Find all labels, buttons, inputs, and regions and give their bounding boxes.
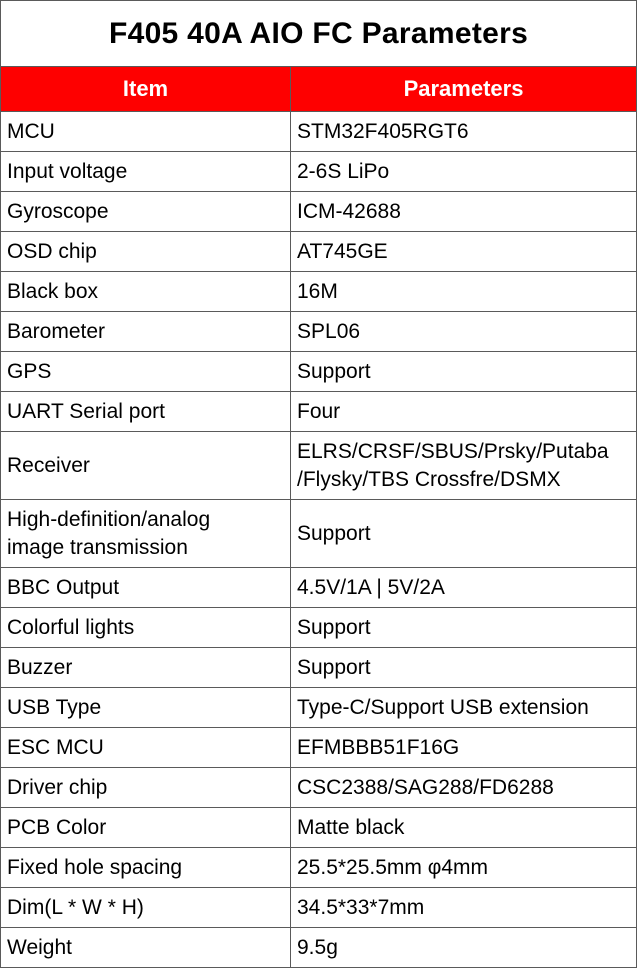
header-parameters: Parameters [289, 66, 637, 112]
row-value: CSC2388/SAG288/FD6288 [289, 767, 637, 808]
row-item: UART Serial port [0, 391, 291, 432]
table-row: Fixed hole spacing 25.5*25.5mm φ4mm [0, 847, 637, 888]
row-value: 25.5*25.5mm φ4mm [289, 847, 637, 888]
row-value: ELRS/CRSF/SBUS/Prsky/Putaba/Flysky/TBS C… [289, 431, 637, 500]
header-row: Item Parameters [0, 66, 637, 112]
row-item: Black box [0, 271, 291, 312]
row-item: Input voltage [0, 151, 291, 192]
table-row: ESC MCU EFMBBB51F16G [0, 727, 637, 768]
table-title: F405 40A AIO FC Parameters [0, 0, 637, 67]
row-value: 16M [289, 271, 637, 312]
row-value-line: ELRS/CRSF/SBUS/Prsky/Putaba [297, 439, 609, 463]
row-item: Receiver [0, 431, 291, 500]
row-value: 34.5*33*7mm [289, 887, 637, 928]
row-value: Support [289, 607, 637, 648]
row-item: Weight [0, 927, 291, 968]
row-value: Type-C/Support USB extension [289, 687, 637, 728]
table-row: Dim(L * W * H) 34.5*33*7mm [0, 887, 637, 928]
table-row: Colorful lights Support [0, 607, 637, 648]
table-row: Driver chip CSC2388/SAG288/FD6288 [0, 767, 637, 808]
row-value: Support [289, 351, 637, 392]
row-item: USB Type [0, 687, 291, 728]
table-row: MCU STM32F405RGT6 [0, 111, 637, 152]
row-item: Fixed hole spacing [0, 847, 291, 888]
row-value: Support [289, 499, 637, 568]
table-row: Barometer SPL06 [0, 311, 637, 352]
table-row: USB Type Type-C/Support USB extension [0, 687, 637, 728]
table-row: UART Serial port Four [0, 391, 637, 432]
table-row: Receiver ELRS/CRSF/SBUS/Prsky/Putaba/Fly… [0, 431, 637, 500]
table-row: Buzzer Support [0, 647, 637, 688]
row-value: STM32F405RGT6 [289, 111, 637, 152]
row-value: Four [289, 391, 637, 432]
table-row: Input voltage 2-6S LiPo [0, 151, 637, 192]
row-item: Dim(L * W * H) [0, 887, 291, 928]
row-value: 9.5g [289, 927, 637, 968]
row-item-line: High-definition/analog [7, 507, 211, 531]
table-row: High-definition/analog image transmission… [0, 499, 637, 568]
row-value: 2-6S LiPo [289, 151, 637, 192]
row-item: OSD chip [0, 231, 291, 272]
row-item: ESC MCU [0, 727, 291, 768]
row-value: AT745GE [289, 231, 637, 272]
row-value: SPL06 [289, 311, 637, 352]
row-item: Barometer [0, 311, 291, 352]
row-item: PCB Color [0, 807, 291, 848]
row-item: Driver chip [0, 767, 291, 808]
row-value: Matte black [289, 807, 637, 848]
table-row: PCB Color Matte black [0, 807, 637, 848]
row-item: Buzzer [0, 647, 291, 688]
row-item: High-definition/analog image transmission [0, 499, 291, 568]
row-item: Colorful lights [0, 607, 291, 648]
row-item-line: image transmission [7, 535, 188, 559]
row-value: EFMBBB51F16G [289, 727, 637, 768]
row-value: 4.5V/1A | 5V/2A [289, 567, 637, 608]
row-value: ICM-42688 [289, 191, 637, 232]
table-row: Gyroscope ICM-42688 [0, 191, 637, 232]
row-item: BBC Output [0, 567, 291, 608]
header-item: Item [0, 66, 291, 112]
table-row: OSD chip AT745GE [0, 231, 637, 272]
table-row: Black box 16M [0, 271, 637, 312]
row-value: Support [289, 647, 637, 688]
row-value-line: /Flysky/TBS Crossfre/DSMX [297, 467, 561, 491]
row-item: GPS [0, 351, 291, 392]
row-item: MCU [0, 111, 291, 152]
title-row: F405 40A AIO FC Parameters [0, 0, 637, 67]
table-row: GPS Support [0, 351, 637, 392]
table-row: BBC Output 4.5V/1A | 5V/2A [0, 567, 637, 608]
table-row: Weight 9.5g [0, 927, 637, 968]
row-item: Gyroscope [0, 191, 291, 232]
